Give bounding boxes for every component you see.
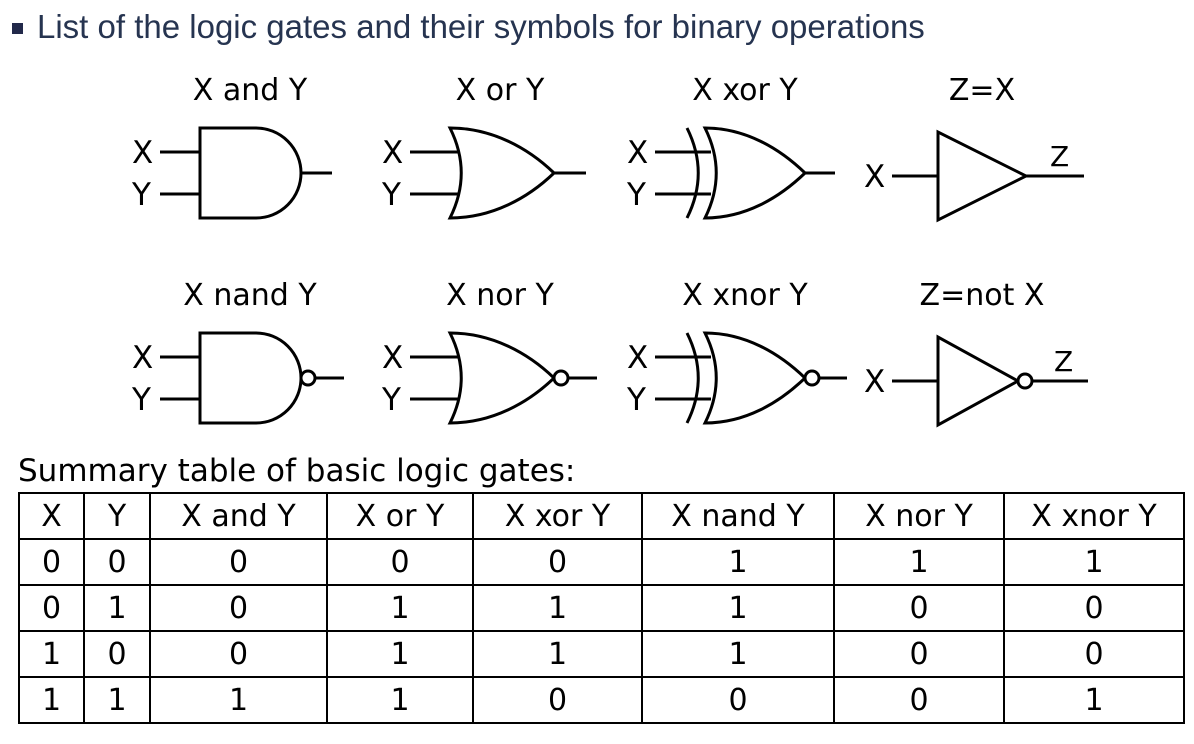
page-title: List of the logic gates and their symbol… <box>37 8 925 45</box>
table-cell: 0 <box>326 538 474 586</box>
table-header-cell: X and Y <box>149 492 328 540</box>
table-cell: 1 <box>641 584 835 632</box>
table-header-cell: X xnor Y <box>1003 492 1185 540</box>
table-cell: 0 <box>833 584 1005 632</box>
slide-title-row: List of the logic gates and their symbol… <box>12 8 925 46</box>
table-header-cell: X <box>18 492 85 540</box>
nand-gate-figure: X nand Y X Y <box>120 277 380 447</box>
table-cell: 0 <box>833 676 1005 724</box>
table-cell: 1 <box>641 538 835 586</box>
table-row: 1 1 1 1 0 0 0 1 <box>18 676 1185 724</box>
not-gate-symbol: X Z <box>864 334 1088 428</box>
xnor-gate-symbol: X Y <box>626 331 847 425</box>
xor-gate-symbol: X Y <box>626 126 835 220</box>
table-cell: 0 <box>1003 630 1185 678</box>
table-row: 1 0 0 1 1 1 0 0 <box>18 630 1185 678</box>
buffer-gate-figure: Z=X X Z <box>852 72 1112 242</box>
table-cell: 0 <box>18 584 85 632</box>
nor-gate-symbol: X Y <box>381 331 597 425</box>
and-gate-symbol: X Y <box>131 126 332 220</box>
table-cell: 1 <box>833 538 1005 586</box>
table-cell: 0 <box>83 538 151 586</box>
table-cell: 0 <box>472 676 643 724</box>
table-cell: 0 <box>833 630 1005 678</box>
not-gate-figure: Z=not X X Z <box>852 277 1112 447</box>
or-gate-symbol: X Y <box>381 126 586 220</box>
table-caption: Summary table of basic logic gates: <box>18 453 576 489</box>
input-y-label: Y <box>131 382 151 418</box>
table-cell: 0 <box>472 538 643 586</box>
table-cell: 1 <box>83 584 151 632</box>
input-x-label: X <box>627 135 648 171</box>
nor-gate-figure: X nor Y X Y <box>370 277 630 447</box>
table-cell: 1 <box>18 676 85 724</box>
table-header-row: X Y X and Y X or Y X xor Y X nand Y X no… <box>18 492 1185 540</box>
table-cell: 0 <box>1003 584 1185 632</box>
input-y-label: Y <box>131 177 151 213</box>
or-gate-label: X or Y <box>455 73 545 108</box>
and-gate-figure: X and Y X Y <box>120 72 380 242</box>
table-header-cell: X xor Y <box>472 492 643 540</box>
xor-gate-figure: X xor Y X Y <box>615 72 875 242</box>
table-cell: 0 <box>149 630 328 678</box>
truth-table: X Y X and Y X or Y X xor Y X nand Y X no… <box>18 492 1185 724</box>
output-z-label: Z <box>1054 345 1073 378</box>
table-header-cell: Y <box>83 492 151 540</box>
or-gate-figure: X or Y X Y <box>370 72 630 242</box>
input-y-label: Y <box>381 177 401 213</box>
table-cell: 1 <box>326 676 474 724</box>
table-cell: 1 <box>83 676 151 724</box>
input-x-label: X <box>132 340 153 376</box>
table-cell: 1 <box>149 676 328 724</box>
input-x-label: X <box>627 340 648 376</box>
not-gate-label: Z=not X <box>919 278 1045 313</box>
table-cell: 0 <box>83 630 151 678</box>
table-cell: 1 <box>326 630 474 678</box>
input-x-label: X <box>382 340 403 376</box>
buffer-gate-label: Z=X <box>948 73 1016 108</box>
table-row: 0 1 0 1 1 1 0 0 <box>18 584 1185 632</box>
nor-gate-label: X nor Y <box>446 278 554 313</box>
table-cell: 1 <box>472 584 643 632</box>
input-y-label: Y <box>626 382 646 418</box>
table-cell: 0 <box>149 584 328 632</box>
nand-gate-label: X nand Y <box>183 278 317 313</box>
table-cell: 1 <box>326 584 474 632</box>
table-cell: 1 <box>641 630 835 678</box>
table-cell: 1 <box>18 630 85 678</box>
table-header-cell: X nor Y <box>833 492 1005 540</box>
input-y-label: Y <box>626 177 646 213</box>
input-x-label: X <box>864 364 885 400</box>
and-gate-label: X and Y <box>192 73 308 108</box>
table-cell: 0 <box>641 676 835 724</box>
nand-gate-symbol: X Y <box>131 331 344 425</box>
table-cell: 0 <box>18 538 85 586</box>
input-x-label: X <box>382 135 403 171</box>
bullet-icon <box>12 22 23 34</box>
output-z-label: Z <box>1050 140 1069 173</box>
table-header-cell: X nand Y <box>641 492 835 540</box>
xnor-gate-label: X xnor Y <box>682 278 808 313</box>
xnor-gate-figure: X xnor Y X Y <box>615 277 875 447</box>
buffer-gate-symbol: X Z <box>864 129 1084 223</box>
table-cell: 1 <box>1003 676 1185 724</box>
table-cell: 1 <box>472 630 643 678</box>
xor-gate-label: X xor Y <box>692 73 798 108</box>
table-cell: 1 <box>1003 538 1185 586</box>
table-header-cell: X or Y <box>326 492 474 540</box>
input-y-label: Y <box>381 382 401 418</box>
input-x-label: X <box>864 159 885 195</box>
input-x-label: X <box>132 135 153 171</box>
table-cell: 0 <box>149 538 328 586</box>
table-row: 0 0 0 0 0 1 1 1 <box>18 538 1185 586</box>
